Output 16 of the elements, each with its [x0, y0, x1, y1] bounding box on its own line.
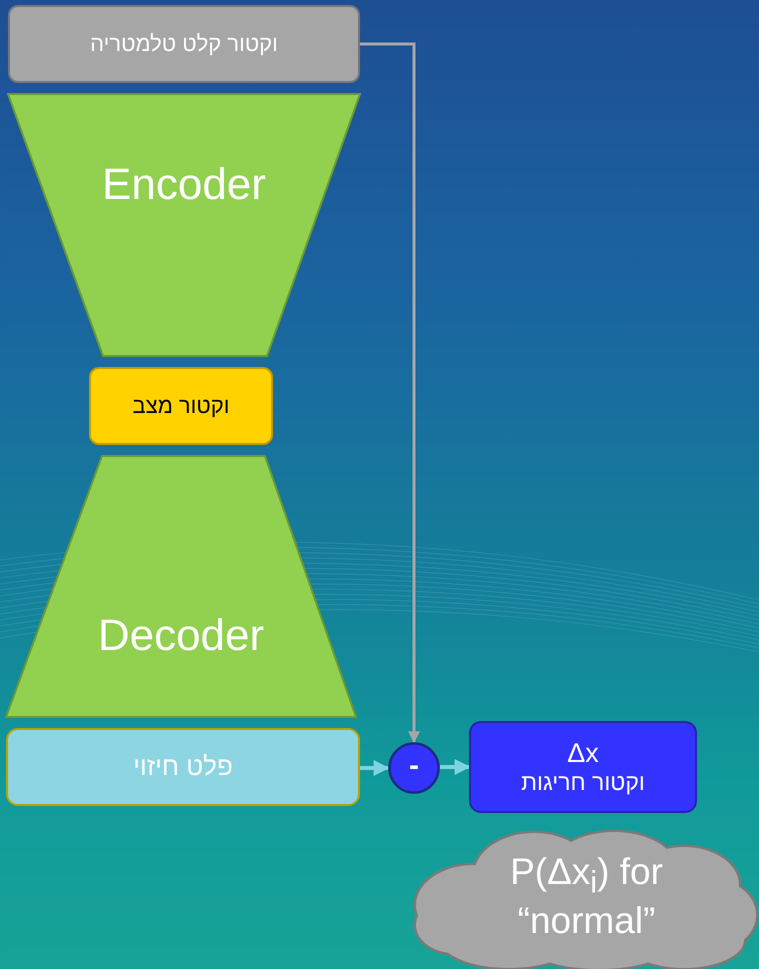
arrow: [360, 42, 420, 744]
anomaly-box: [469, 721, 697, 813]
state-box: [89, 367, 273, 445]
node-label: פלט חיזוי: [133, 752, 233, 782]
node-label: וקטור מצב: [132, 393, 230, 419]
operator-symbol: -: [409, 748, 419, 784]
node-label: וקטור קלט טלמטריה: [90, 31, 278, 57]
prediction-box: [6, 728, 360, 806]
node-label: Decoder: [98, 611, 264, 662]
node-label: Encoder: [102, 160, 266, 210]
node-label: Δx: [567, 738, 599, 770]
arrow: [360, 760, 390, 776]
arrow: [440, 759, 471, 775]
node-label: וקטור חריגות: [521, 769, 645, 796]
node-label: P(Δx$_{i}$) for “normal”: [509, 850, 664, 942]
input-box: [8, 5, 360, 83]
